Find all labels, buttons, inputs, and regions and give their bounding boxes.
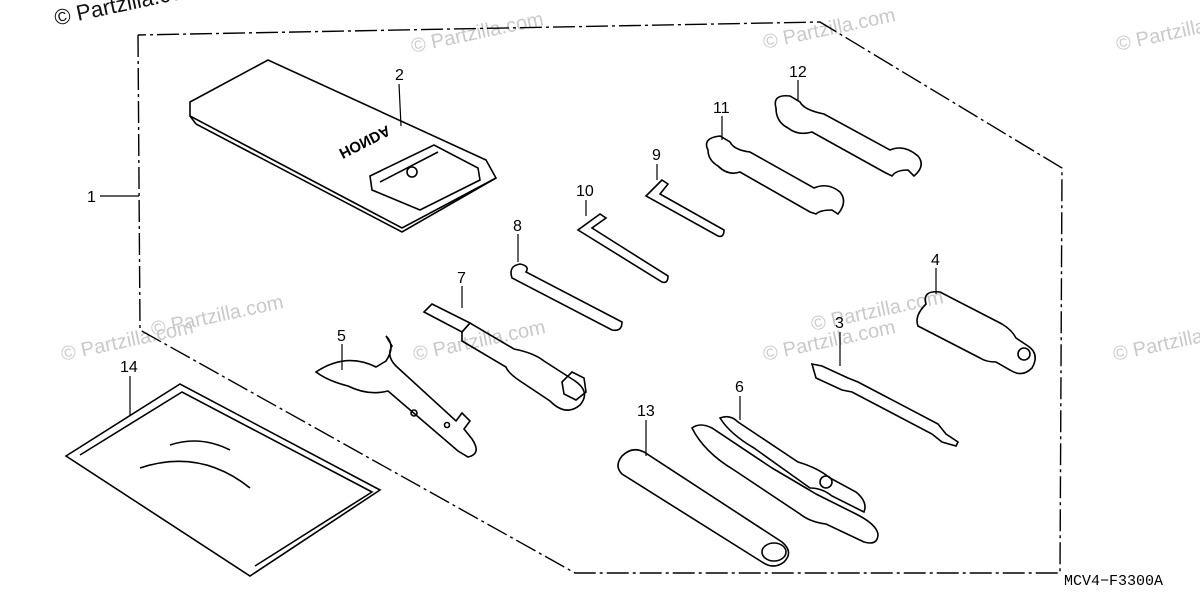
diagram-code: MCV4−F3300A xyxy=(1064,573,1164,590)
callout-3: 3 xyxy=(835,315,844,332)
callout-12: 12 xyxy=(789,64,807,81)
callout-numbers: 1 2 3 4 5 6 7 8 9 10 11 12 13 14 xyxy=(87,64,940,420)
callout-8: 8 xyxy=(513,218,522,235)
pouch-brand: HONDA xyxy=(336,121,393,161)
plastic-bag xyxy=(64,383,382,577)
socket-wrench xyxy=(422,303,587,411)
hex-wrench-8 xyxy=(510,263,623,332)
callout-1: 1 xyxy=(87,189,96,206)
pin-spanner xyxy=(314,335,477,458)
screwdriver-grip xyxy=(916,290,1036,375)
open-end-wrench-11 xyxy=(705,135,845,216)
screwdriver xyxy=(810,362,960,447)
callout-7: 7 xyxy=(457,270,466,287)
leader-lines xyxy=(100,80,937,456)
kit-frame xyxy=(137,21,1063,574)
extension-handle xyxy=(617,448,790,567)
callout-10: 10 xyxy=(576,183,594,200)
callout-11: 11 xyxy=(713,100,730,117)
pliers xyxy=(690,415,879,544)
callout-13: 13 xyxy=(637,403,655,420)
callout-9: 9 xyxy=(652,147,661,164)
callout-5: 5 xyxy=(337,328,346,345)
callout-14: 14 xyxy=(120,359,138,376)
callout-2: 2 xyxy=(395,67,404,84)
callout-6: 6 xyxy=(735,379,744,396)
callout-4: 4 xyxy=(931,252,940,269)
hex-wrench-9 xyxy=(644,178,725,238)
hex-wrench-10 xyxy=(576,213,669,284)
tool-bag xyxy=(189,59,498,233)
open-end-wrench-12 xyxy=(774,94,922,178)
